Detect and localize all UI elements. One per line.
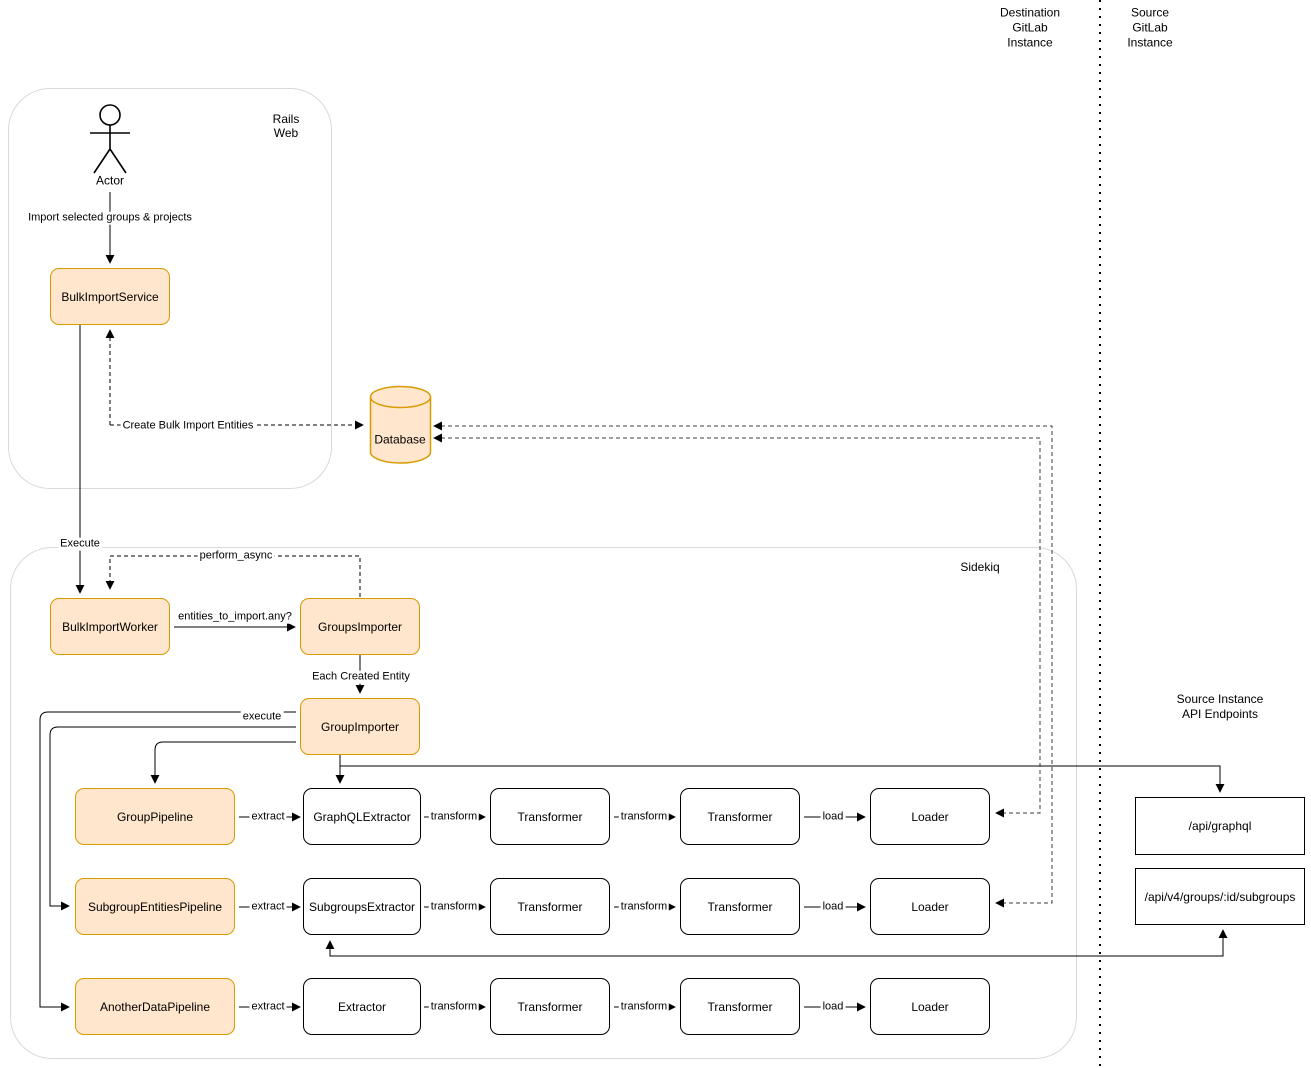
edge-label-load-3: load [820, 1000, 846, 1014]
source-api-endpoints-title: Source Instance API Endpoints [1176, 692, 1264, 721]
node-transformer-3b: Transformer [680, 978, 800, 1035]
edge-label-extract-1: extract [249, 810, 287, 824]
edge-label-load-1: load [820, 810, 846, 824]
node-loader-3: Loader [870, 978, 990, 1035]
source-instance-label: Source GitLab Instance [1127, 5, 1173, 50]
node-group-importer: GroupImporter [300, 698, 420, 755]
edge-label-transform-3b: transform [618, 1000, 670, 1014]
node-transformer-2b: Transformer [680, 878, 800, 935]
node-transformer-1b: Transformer [680, 788, 800, 845]
edge-label-extract-3: extract [249, 1000, 287, 1014]
node-another-data-pipeline: AnotherDataPipeline [75, 978, 235, 1035]
node-extractor: Extractor [303, 978, 421, 1035]
edge-label-extract-2: extract [249, 900, 287, 914]
edge-label-transform-2b: transform [618, 900, 670, 914]
node-transformer-3a: Transformer [490, 978, 610, 1035]
endpoint-api-graphql: /api/graphql [1135, 797, 1305, 855]
endpoint-api-v4-subgroups: /api/v4/groups/:id/subgroups [1135, 868, 1305, 925]
edge-label-execute-pipelines: execute [240, 710, 284, 724]
edge-label-create-bulk-import-entities: Create Bulk Import Entities [120, 419, 256, 433]
node-groups-importer: GroupsImporter [300, 598, 420, 655]
node-subgroups-extractor: SubgroupsExtractor [303, 878, 421, 935]
edge-label-entities-to-import: entities_to_import.any? [176, 610, 294, 624]
rails-web-container [8, 88, 332, 489]
node-loader-1: Loader [870, 788, 990, 845]
edge-label-load-2: load [820, 900, 846, 914]
node-subgroup-entities-pipeline: SubgroupEntitiesPipeline [75, 878, 235, 935]
actor-icon [86, 103, 134, 180]
edge-label-perform-async: perform_async [197, 549, 275, 563]
edge-label-transform-1a: transform [428, 810, 480, 824]
node-bulk-import-service: BulkImportService [50, 268, 170, 325]
edge-label-execute: Execute [58, 537, 102, 551]
node-group-pipeline: GroupPipeline [75, 788, 235, 845]
node-loader-2: Loader [870, 878, 990, 935]
node-bulk-import-worker: BulkImportWorker [50, 598, 170, 655]
actor-label: Actor [95, 173, 125, 188]
database-icon [369, 385, 432, 470]
edge-label-transform-2a: transform [428, 900, 480, 914]
node-transformer-1a: Transformer [490, 788, 610, 845]
node-graphql-extractor: GraphQLExtractor [303, 788, 421, 845]
database-label: Database [374, 432, 426, 447]
edge-label-transform-1b: transform [618, 810, 670, 824]
edge-label-import-selected: Import selected groups & projects [26, 211, 194, 225]
rails-web-label: Rails Web [272, 112, 300, 140]
edge-label-transform-3a: transform [428, 1000, 480, 1014]
node-transformer-2a: Transformer [490, 878, 610, 935]
edge-label-each-created-entity: Each Created Entity [310, 670, 412, 684]
destination-instance-label: Destination GitLab Instance [999, 5, 1061, 50]
